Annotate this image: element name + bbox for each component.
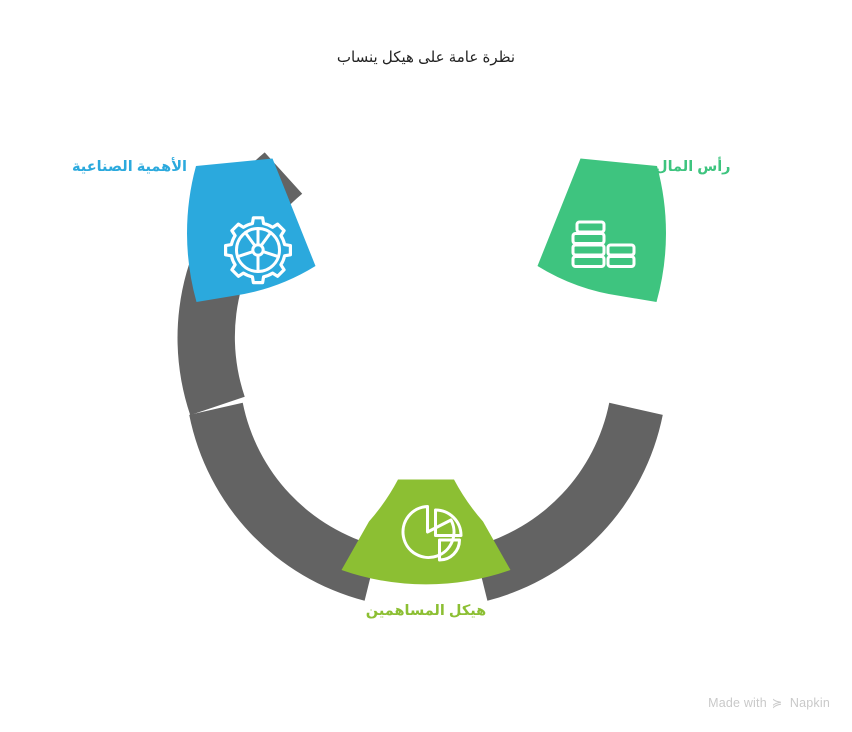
node-label-industrial-importance: الأهمية الصناعية	[72, 159, 187, 175]
segment-shareholder-structure[interactable]	[341, 479, 511, 585]
ring-arc-right	[473, 402, 663, 601]
coin-stacks-icon	[571, 220, 636, 268]
segment-capital[interactable]	[537, 158, 666, 303]
napkin-watermark: Made with ≽ Napkin	[708, 696, 830, 710]
segment-capital-shape[interactable]	[537, 158, 666, 303]
watermark-prefix: Made with	[708, 696, 767, 710]
ring-arc-left	[189, 402, 379, 601]
gear-wheel-icon	[224, 216, 292, 285]
page-title: نظرة عامة على هيكل ينساب	[336, 49, 516, 66]
segment-industrial-importance[interactable]	[187, 158, 316, 303]
watermark-brand: Napkin	[789, 696, 830, 710]
node-label-capital: رأس المال	[655, 159, 731, 175]
node-label-shareholder-structure: هيكل المساهمين	[365, 603, 487, 619]
napkin-logo-icon: ≽	[771, 695, 783, 710]
pie-chart-icon	[401, 505, 463, 562]
